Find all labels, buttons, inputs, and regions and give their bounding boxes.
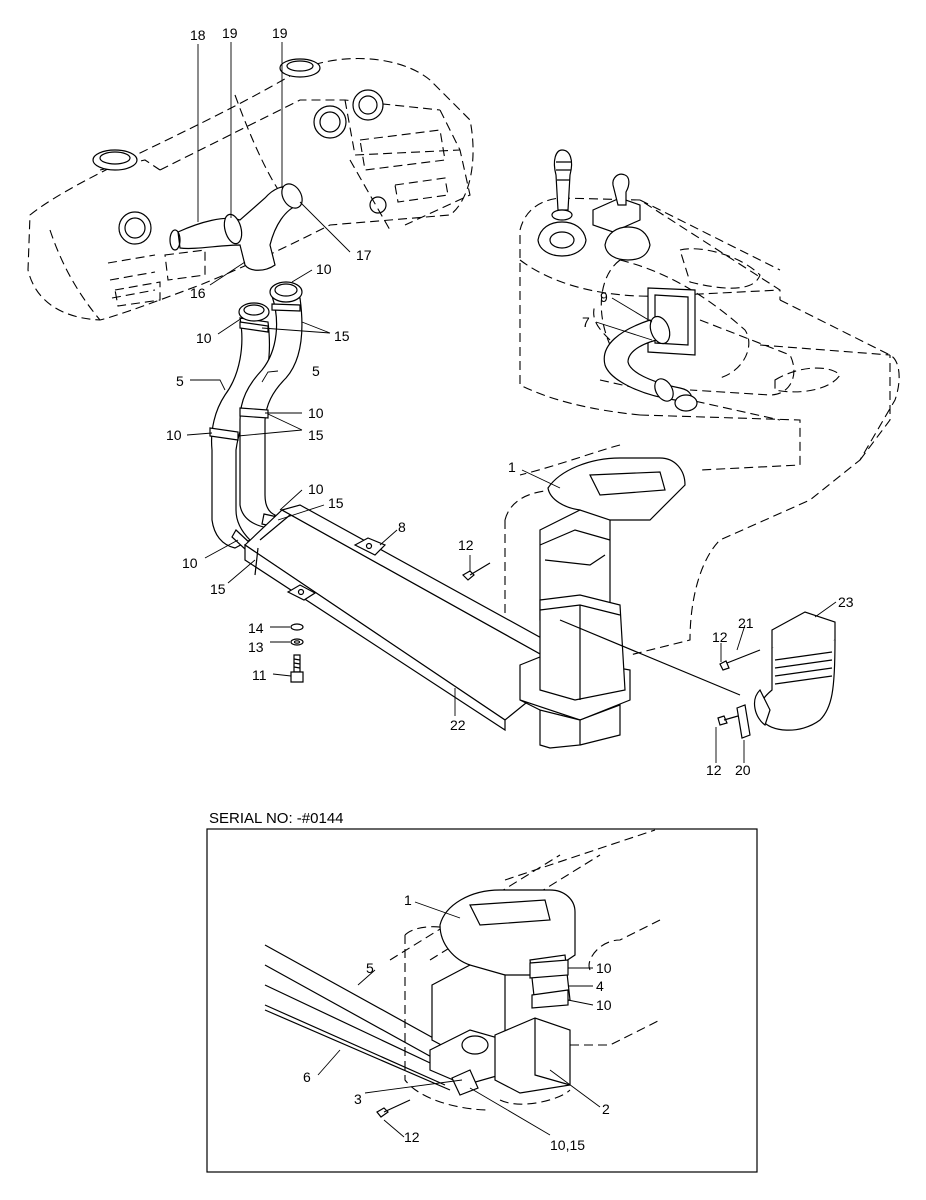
console-hose-7 bbox=[603, 287, 698, 412]
label-22: 22 bbox=[450, 717, 466, 733]
inset-label-4: 4 bbox=[596, 978, 604, 994]
label-15d: 15 bbox=[210, 581, 226, 597]
leader-lines bbox=[186, 42, 837, 1138]
inset-label-6: 6 bbox=[303, 1069, 311, 1085]
inset-label-12: 12 bbox=[404, 1129, 420, 1145]
label-16: 16 bbox=[190, 285, 206, 301]
label-10a: 10 bbox=[316, 261, 332, 277]
label-9: 9 bbox=[600, 289, 608, 305]
label-5b: 5 bbox=[312, 363, 320, 379]
y-pipe-16 bbox=[169, 183, 303, 271]
label-13: 13 bbox=[248, 639, 264, 655]
inset-label-10a: 10 bbox=[596, 960, 612, 976]
label-10d: 10 bbox=[166, 427, 182, 443]
hoses-5 bbox=[209, 281, 303, 551]
label-10f: 10 bbox=[182, 555, 198, 571]
label-20: 20 bbox=[735, 762, 751, 778]
inset-label-1: 1 bbox=[404, 892, 412, 908]
label-18: 18 bbox=[190, 27, 206, 43]
label-10b: 10 bbox=[196, 330, 212, 346]
label-12b: 12 bbox=[712, 629, 728, 645]
label-19b: 19 bbox=[272, 25, 288, 41]
label-14: 14 bbox=[248, 620, 264, 636]
label-15b: 15 bbox=[308, 427, 324, 443]
label-5a: 5 bbox=[176, 373, 184, 389]
part-labels: 18 19 19 17 16 10 10 15 5 5 10 10 15 10 … bbox=[166, 25, 854, 1153]
inset-label-3: 3 bbox=[354, 1091, 362, 1107]
dashboard-vents bbox=[92, 58, 387, 245]
label-17: 17 bbox=[356, 247, 372, 263]
label-21: 21 bbox=[738, 615, 754, 631]
hardware bbox=[290, 562, 491, 683]
label-11: 11 bbox=[252, 667, 267, 683]
inset-label-10b: 10 bbox=[596, 997, 612, 1013]
label-19a: 19 bbox=[222, 25, 238, 41]
inset-label-5: 5 bbox=[366, 960, 374, 976]
label-15c: 15 bbox=[328, 495, 344, 511]
inset-label-2: 2 bbox=[602, 1101, 610, 1117]
label-23: 23 bbox=[838, 594, 854, 610]
inset-label-10-15: 10,15 bbox=[550, 1137, 585, 1153]
label-15a: 15 bbox=[334, 328, 350, 344]
serial-note: SERIAL NO: -#0144 bbox=[209, 810, 344, 827]
elbow-23 bbox=[559, 611, 836, 739]
label-8: 8 bbox=[398, 519, 406, 535]
label-7: 7 bbox=[582, 314, 590, 330]
joysticks bbox=[537, 149, 651, 261]
label-1: 1 bbox=[508, 459, 516, 475]
elbow-1 bbox=[539, 457, 686, 701]
label-10e: 10 bbox=[308, 481, 324, 497]
label-10c: 10 bbox=[308, 405, 324, 421]
inset-frame bbox=[206, 828, 758, 1173]
console-outline bbox=[504, 197, 900, 656]
label-12a: 12 bbox=[458, 537, 474, 553]
dashboard-outline bbox=[27, 57, 474, 321]
label-12c: 12 bbox=[706, 762, 722, 778]
